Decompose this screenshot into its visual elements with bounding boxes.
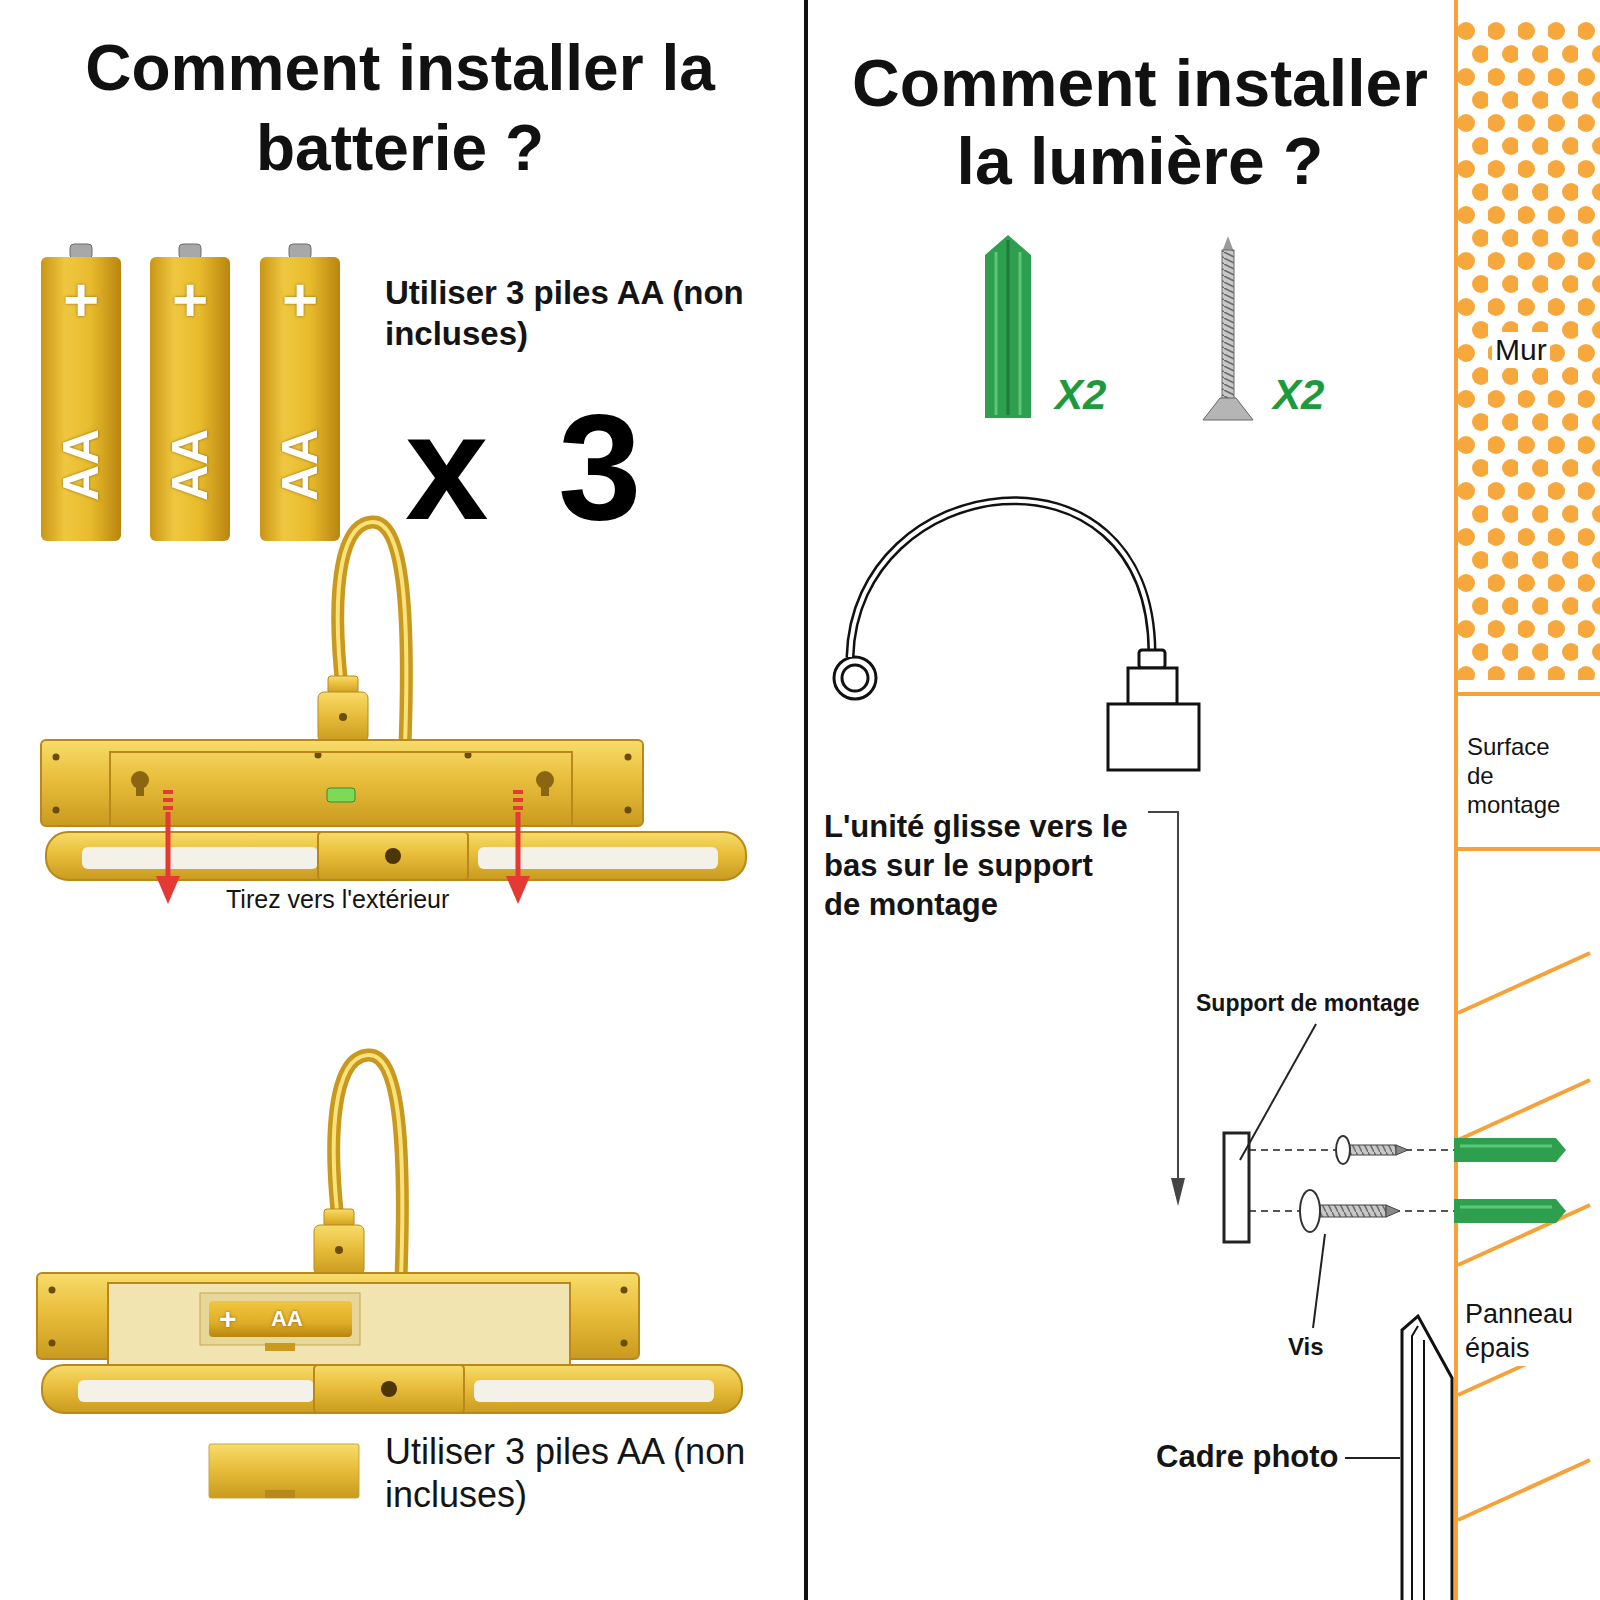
heading: Comment installer la batterie ? — [20, 28, 780, 188]
wall-anchor — [1007, 240, 1010, 415]
screw — [1203, 236, 1253, 420]
wall — [1456, 0, 1600, 1600]
wall — [1458, 20, 1600, 680]
wall-anchor — [1019, 252, 1022, 415]
pull-arrows — [163, 798, 173, 802]
mounting-detail — [1396, 1145, 1408, 1155]
hanging-bracket — [1128, 668, 1177, 704]
pull-arrows — [516, 812, 521, 880]
wall — [1458, 953, 1590, 1013]
battery-type: AA — [271, 1308, 303, 1330]
hanging-bracket — [834, 657, 876, 699]
polarity-sign: + — [150, 269, 230, 331]
wall-anchor — [985, 235, 1031, 418]
lamp-top — [41, 522, 746, 880]
lamp-bottom — [37, 1055, 742, 1413]
pull-instruction: Tirez vers l'extérieur — [226, 884, 449, 914]
battery: + AA — [260, 257, 340, 541]
battery-cover — [209, 1444, 359, 1498]
wall — [1458, 1460, 1590, 1520]
wall — [1456, 847, 1600, 851]
pull-arrows — [513, 806, 523, 810]
screw — [1203, 398, 1253, 420]
part-name: Cadre photo — [1156, 1438, 1339, 1475]
mounting-detail — [1423, 1340, 1425, 1600]
panel-label: Panneau épais — [1462, 1298, 1596, 1366]
hanging-bracket — [850, 501, 1152, 657]
surface-label: Surface de montage — [1467, 733, 1579, 819]
hanging-bracket — [1139, 650, 1165, 668]
mounting-detail — [1402, 1316, 1452, 1600]
pull-arrows — [156, 876, 180, 904]
mounting-detail — [1313, 1234, 1325, 1328]
battery-note: Utiliser 3 piles AA (non incluses) — [385, 272, 785, 355]
battery: + AA — [41, 257, 121, 541]
battery-cover — [209, 1444, 359, 1498]
pull-arrows — [513, 790, 523, 794]
mounting-detail — [1350, 1145, 1396, 1155]
wall — [1458, 1080, 1590, 1140]
polarity-sign: + — [219, 1304, 237, 1334]
quantity: X2 — [1055, 370, 1106, 420]
part-name: Support de montage — [1196, 990, 1420, 1018]
lamp-top — [136, 780, 144, 796]
mounting-detail — [1460, 1145, 1552, 1148]
pull-arrows — [163, 790, 173, 794]
battery: + AA — [150, 257, 230, 541]
pull-arrows — [513, 798, 523, 802]
slide-arrow — [1148, 812, 1185, 1206]
mounting-detail — [1460, 1206, 1552, 1209]
mounting-detail — [1454, 1138, 1566, 1162]
mounting-detail — [1300, 1190, 1320, 1232]
lamp-top — [41, 522, 746, 880]
slide-instruction: L'unité glisse vers le bas sur le suppor… — [824, 808, 1136, 924]
lamp-top — [110, 752, 572, 826]
mounting-detail — [1345, 1457, 1400, 1459]
mounting-detail — [1386, 1205, 1400, 1217]
battery-cover — [265, 1490, 295, 1498]
wall — [1456, 692, 1600, 696]
hanging-bracket — [1108, 704, 1199, 770]
battery-type: AA — [165, 429, 215, 501]
pull-arrows — [506, 876, 530, 904]
battery: + AA — [209, 1301, 352, 1337]
mounting-detail — [1454, 1199, 1566, 1223]
polarity-sign: + — [41, 269, 121, 331]
lamp-bottom — [265, 1343, 295, 1351]
screw — [1222, 250, 1234, 400]
hanging-bracket — [834, 501, 1199, 770]
lamp-bottom — [108, 1283, 570, 1365]
mounting-detail — [1336, 1136, 1350, 1164]
pull-arrows — [166, 812, 171, 880]
pull-arrows — [163, 806, 173, 810]
battery-note: Utiliser 3 piles AA (non incluses) — [385, 1430, 785, 1516]
battery-type: AA — [275, 429, 325, 501]
hanging-bracket — [850, 501, 1152, 657]
heading: Comment installer la lumière ? — [830, 45, 1450, 201]
wall-anchor — [995, 252, 998, 415]
lamp-top — [541, 780, 549, 796]
lamp-top — [327, 788, 355, 802]
polarity-sign: + — [260, 269, 340, 331]
divider — [804, 0, 808, 1600]
slide-arrow — [1171, 1178, 1185, 1206]
quantity: x 3 — [405, 392, 656, 542]
wall-anchor — [985, 235, 1031, 418]
mounting-detail — [1240, 1024, 1316, 1160]
mounting-detail — [1320, 1205, 1386, 1217]
part-name: Vis — [1288, 1333, 1324, 1362]
lamp-bottom — [200, 1293, 360, 1345]
lamp-bottom — [37, 1055, 742, 1413]
mounting-detail — [1412, 1326, 1418, 1600]
wall — [1454, 0, 1458, 1600]
hanging-bracket — [842, 665, 868, 691]
quantity: X2 — [1273, 370, 1324, 420]
wall-label: Mur — [1492, 332, 1550, 368]
battery-type: AA — [56, 429, 106, 501]
slide-arrow — [1148, 812, 1178, 1198]
